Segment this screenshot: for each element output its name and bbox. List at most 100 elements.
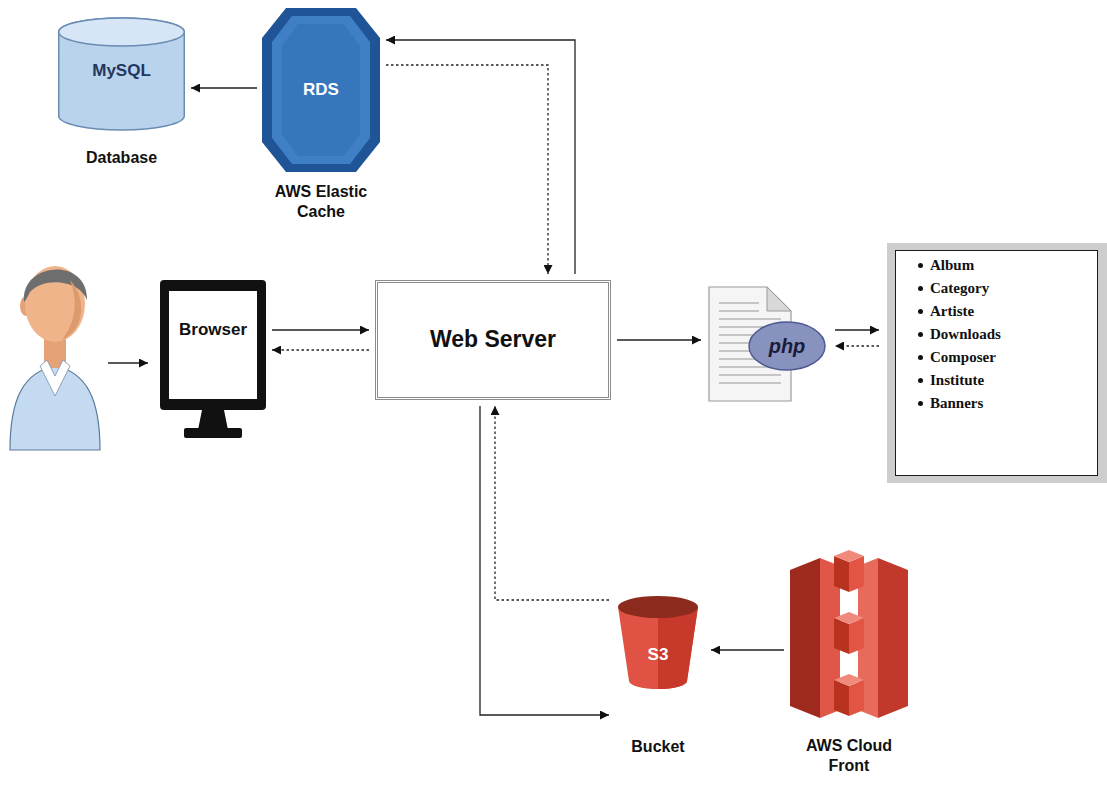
cloudfront-cube-right [849, 618, 864, 654]
connector-arrow [617, 339, 701, 340]
node-label: Web Server [430, 326, 556, 354]
php-logo [749, 322, 825, 370]
rds-face [272, 16, 370, 164]
cloudfront-cube-left [834, 618, 849, 654]
connector-arrow [711, 649, 784, 650]
database-cylinder: MySQL Database [58, 18, 185, 168]
cloudfront-cube-top [834, 612, 864, 624]
s3-bucket-icon-body: S3 [615, 595, 701, 693]
cloudfront-cube-top [834, 674, 864, 686]
web-server-box: Web Server [375, 280, 611, 400]
cloudfront-cube-left [834, 680, 849, 716]
cloudfront-icon-body [790, 548, 908, 726]
node-heading: Bucket [615, 737, 701, 757]
list-row: Composer [918, 346, 1097, 369]
connector-arrow [272, 329, 369, 330]
connector-arrow [835, 329, 879, 330]
node-heading: Database [58, 148, 185, 168]
s3-bucket-icon-outline [615, 595, 701, 693]
content-list-box: AlbumCategoryArtisteDownloadsComposerIns… [887, 243, 1107, 483]
user-collar [40, 360, 70, 396]
heading-area: Database [58, 148, 185, 168]
node-heading: AWS Cloud Front [790, 736, 908, 776]
file-fold [767, 287, 791, 311]
user-figure [10, 266, 100, 450]
monitor-screen [169, 291, 257, 399]
php-file-icon: php [705, 285, 827, 403]
monitor-frame [160, 280, 266, 410]
content-list-box-body: AlbumCategoryArtisteDownloadsComposerIns… [887, 243, 1107, 483]
connector-arrow [480, 406, 609, 715]
list-item: Artiste [930, 303, 974, 320]
connector-arrow [386, 40, 575, 274]
browser-monitor-outline [160, 280, 266, 440]
node-label: php [769, 334, 806, 358]
list-item: Album [930, 257, 974, 274]
heading-area: AWS Cloud Front [790, 736, 908, 776]
node-label: RDS [303, 80, 339, 100]
list-row: Downloads [918, 323, 1097, 346]
connector-arrow [835, 345, 879, 346]
bullet-dot [918, 286, 923, 291]
file-line [719, 302, 759, 304]
user-face-shade [62, 280, 81, 340]
s3-bucket-icon: S3Bucket [615, 595, 701, 757]
list-item: Downloads [930, 326, 1001, 343]
bullet-dot [918, 332, 923, 337]
cloudfront-icon: AWS Cloud Front [790, 548, 908, 776]
elastic-cache-icon-body: RDS [262, 8, 380, 172]
cloudfront-cube-left [834, 556, 849, 592]
cloudfront-cube-top [834, 550, 864, 562]
connector-arrow [495, 406, 609, 600]
rds-inner [282, 24, 360, 156]
cloudfront-left-outer [790, 558, 820, 718]
bucket-top [618, 596, 698, 618]
bullet-dot [918, 355, 923, 360]
cloudfront-icon-outline [790, 548, 908, 726]
bullet-dot [918, 263, 923, 268]
cylinder-body [59, 18, 185, 130]
php-file-icon-outline [705, 285, 827, 403]
node-label: Browser [179, 320, 247, 340]
node-heading: AWS Elastic Cache [262, 182, 380, 222]
list-item: Institute [930, 372, 984, 389]
browser-monitor: Browser [160, 280, 266, 440]
list-row: Artiste [918, 300, 1097, 323]
heading-area: AWS Elastic Cache [262, 182, 380, 222]
connector-arrow [272, 349, 369, 350]
file-line [719, 318, 781, 320]
cylinder-top [59, 18, 185, 46]
list-row: Album [918, 254, 1097, 277]
file-line [719, 310, 759, 312]
heading-area: Bucket [615, 737, 701, 757]
connector-arrow [191, 87, 257, 88]
list-item: Banners [930, 395, 983, 412]
connector-arrow [386, 65, 548, 274]
file-line [719, 382, 781, 384]
list-row: Banners [918, 392, 1097, 415]
node-label: MySQL [92, 61, 151, 81]
bullet-dot [918, 401, 923, 406]
cloudfront-right-outer [878, 558, 908, 718]
elastic-cache-icon: RDS AWS Elastic Cache [262, 8, 380, 222]
cloudfront-cube-right [849, 680, 864, 716]
php-file-icon-body: php [705, 285, 827, 403]
list-row: Category [918, 277, 1097, 300]
monitor-base [184, 428, 242, 438]
user-arrow [108, 362, 148, 363]
file-line [719, 374, 781, 376]
list-panel: AlbumCategoryArtisteDownloadsComposerIns… [895, 250, 1098, 476]
list-item: Composer [930, 349, 996, 366]
rds-outer [262, 8, 380, 172]
bullet-dot [918, 378, 923, 383]
database-cylinder-body: MySQL [58, 18, 185, 130]
cloudfront-cube-right [849, 556, 864, 592]
list-item: Category [930, 280, 989, 297]
bullet-dot [918, 309, 923, 314]
node-label: S3 [648, 645, 669, 665]
browser-monitor-body: Browser [160, 280, 266, 440]
list-row: Institute [918, 369, 1097, 392]
web-server-box-body: Web Server [375, 280, 611, 400]
